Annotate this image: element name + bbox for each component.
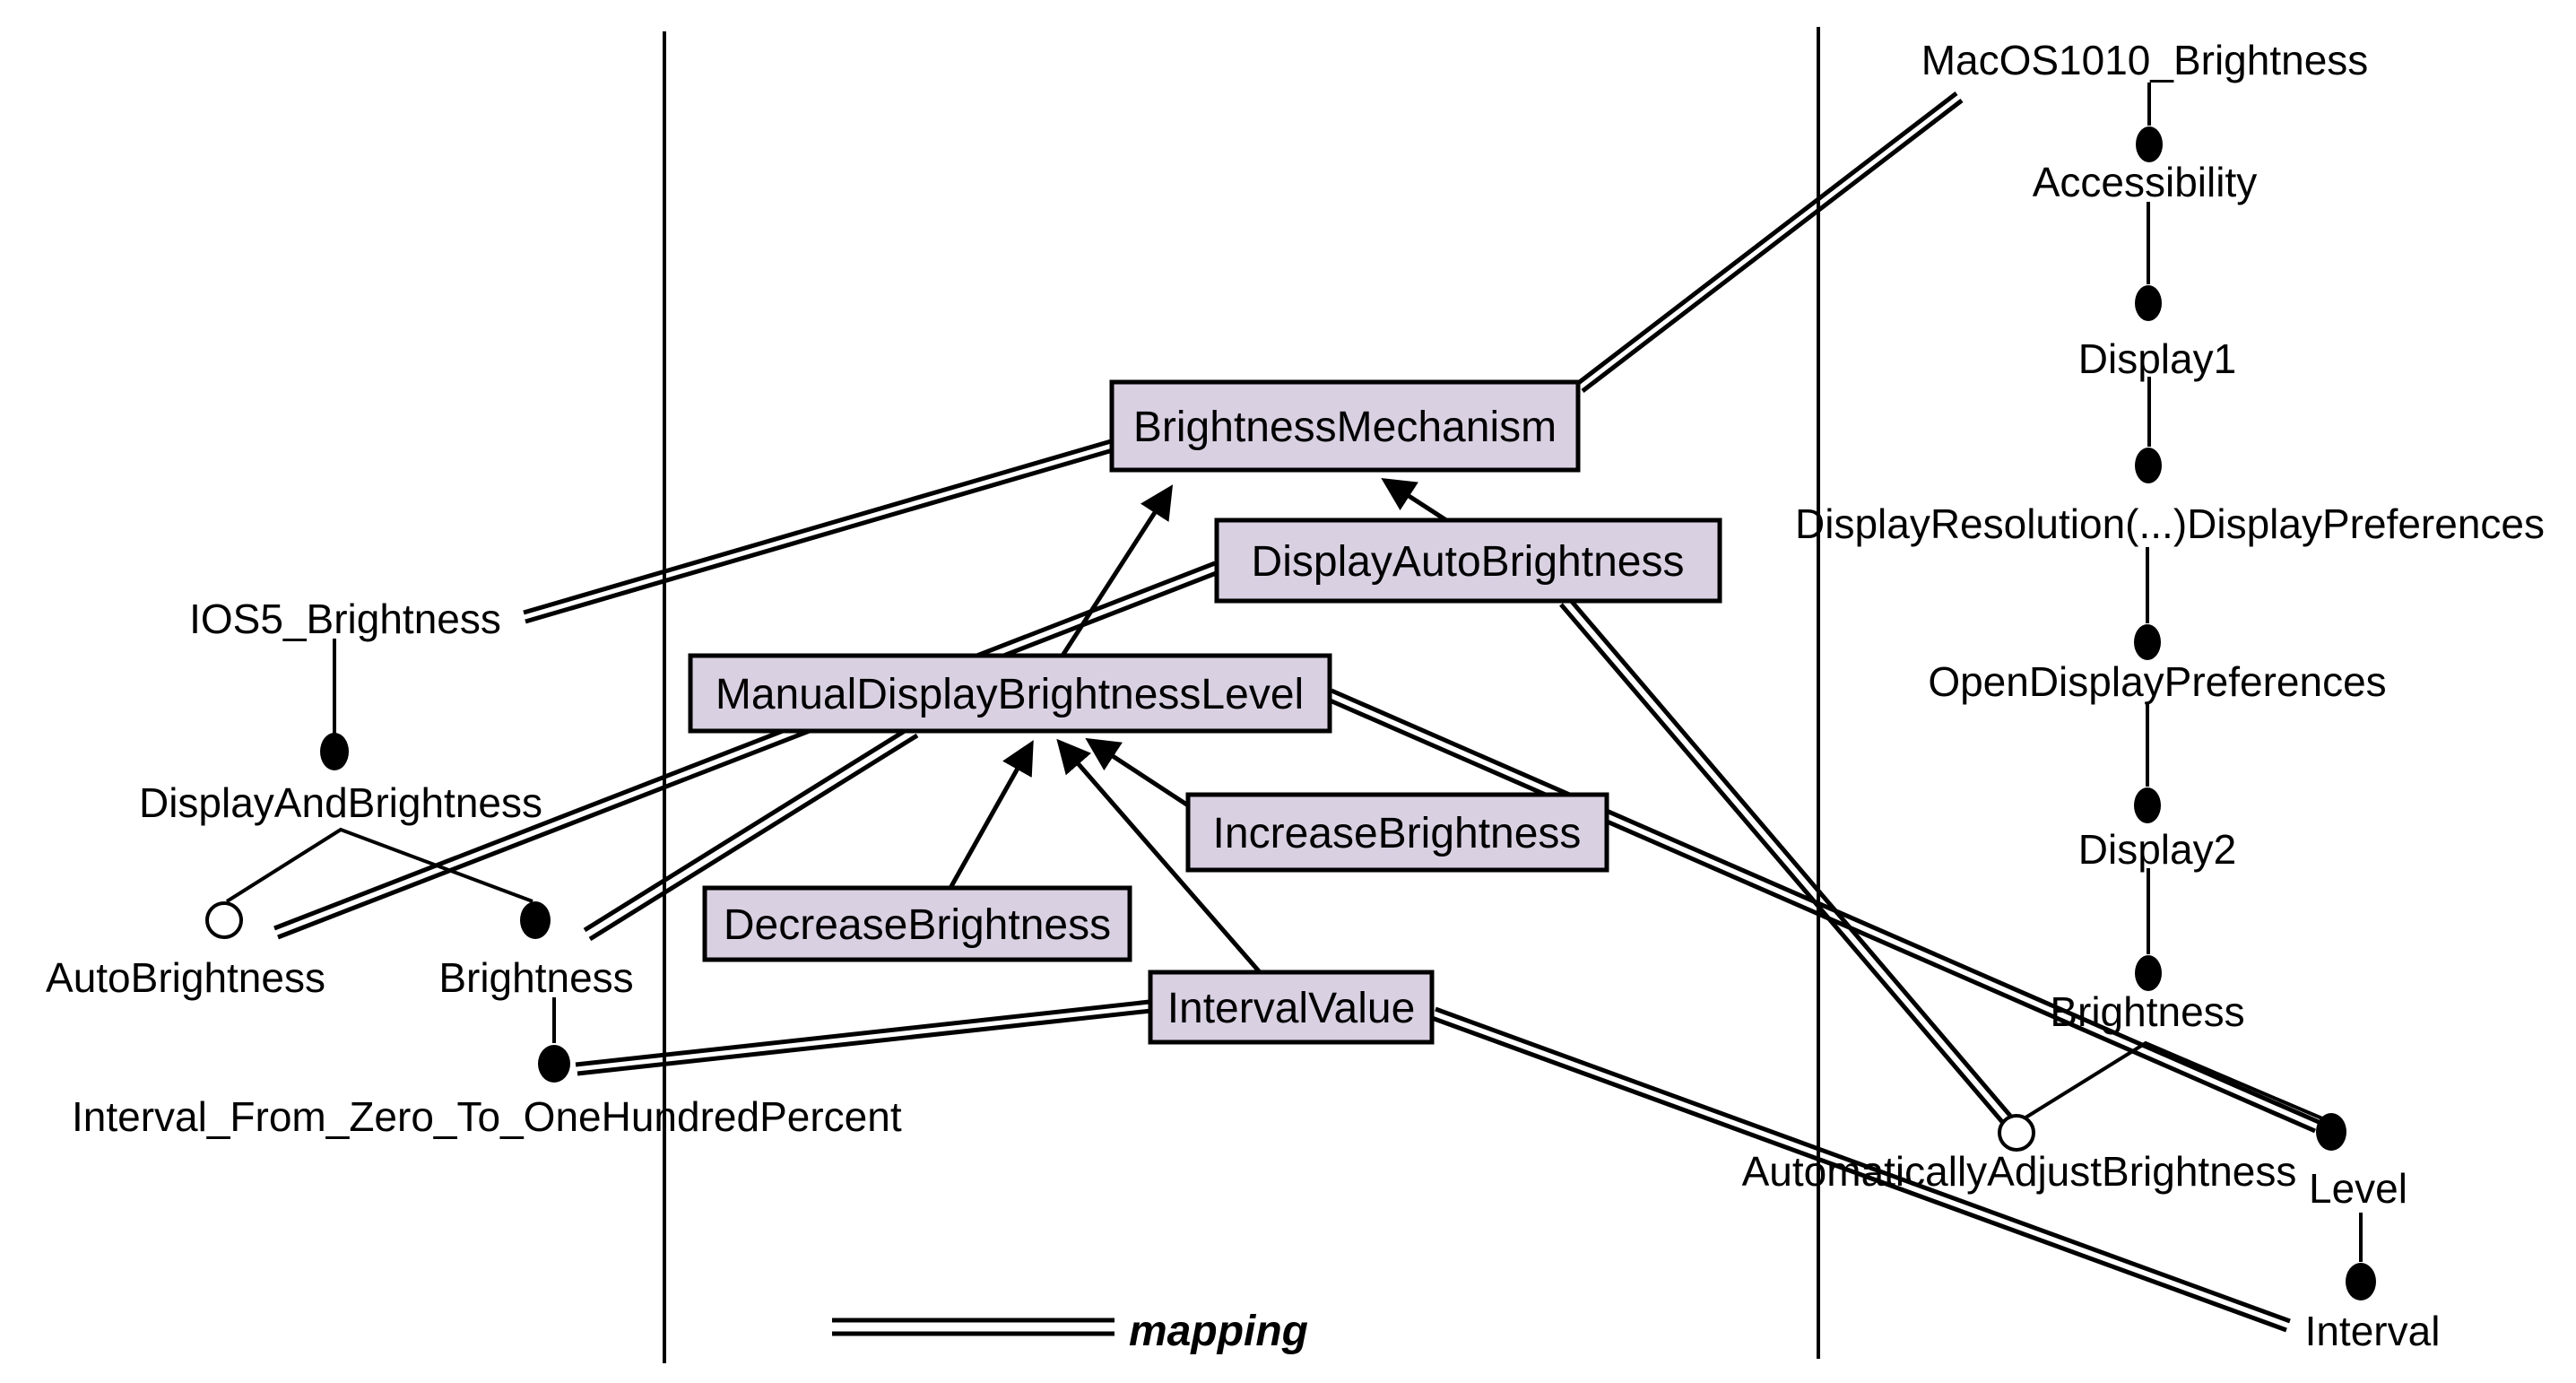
node-display-and-brightness: DisplayAndBrightness	[139, 779, 542, 826]
node-brightness-left: Brightness	[438, 954, 633, 1001]
node-interval: Interval	[2305, 1308, 2441, 1354]
node-open-display-preferences: OpenDisplayPreferences	[1928, 658, 2386, 705]
node-macos1010-brightness: MacOS1010_Brightness	[1921, 37, 2369, 83]
right-tree	[1998, 83, 2376, 1300]
mapping-intervalvalue-to-interval	[1431, 1006, 2291, 1333]
arrow-dab-to-brightnessmechanism	[1381, 477, 1448, 523]
open-circle-marker	[1998, 1114, 2035, 1152]
tree-dot	[320, 733, 349, 770]
mapping-displayautobrightness-to-automaticallyadjustbrightness	[1559, 596, 2012, 1125]
tree-dot	[520, 901, 551, 939]
legend: mapping	[832, 1308, 1308, 1355]
box-manual-display-brightness-level-label: ManualDisplayBrightnessLevel	[716, 671, 1304, 718]
arrow-mdbl-to-brightnessmechanism	[1060, 484, 1174, 657]
left-tree	[205, 639, 570, 1083]
arrow-decrease-to-mdbl	[948, 740, 1034, 890]
node-automatically-adjust-brightness: AutomaticallyAdjustBrightness	[1742, 1148, 2297, 1195]
box-brightness-mechanism-label: BrightnessMechanism	[1133, 404, 1557, 451]
mapping-ios5-to-brightnessmechanism	[523, 439, 1114, 624]
box-manual-display-brightness-level	[688, 653, 1332, 734]
arrow-increase-to-mdbl	[1085, 737, 1190, 808]
mapping-macos-to-brightnessmechanism	[1575, 91, 1964, 393]
node-level: Level	[2309, 1165, 2407, 1212]
box-brightness-mechanism	[1109, 379, 1581, 473]
mapping-autobrightness-to-displayautobrightness	[273, 561, 1219, 940]
mapping-manualdisplaybrightnesslevel-to-level	[1326, 688, 2320, 1134]
tree-dot	[538, 1045, 570, 1083]
box-display-auto-brightness-label: DisplayAutoBrightness	[1252, 538, 1685, 586]
box-decrease-brightness-label: DecreaseBrightness	[724, 901, 1111, 949]
node-display2: Display2	[2078, 826, 2236, 873]
node-display1: Display1	[2078, 335, 2236, 382]
node-auto-brightness: AutoBrightness	[46, 954, 325, 1001]
mapping-intervalvalue-to-intervalfromzero	[575, 999, 1152, 1076]
tree-branch	[2021, 1040, 2329, 1123]
legend-mapping-label: mapping	[1129, 1308, 1308, 1355]
box-interval-value-label: IntervalValue	[1167, 985, 1416, 1032]
tree-branch	[225, 827, 533, 903]
node-brightness-right: Brightness	[2050, 988, 2244, 1035]
node-ios5-brightness: IOS5_Brightness	[189, 596, 501, 642]
box-increase-brightness-label: IncreaseBrightness	[1213, 810, 1582, 857]
arrow-intervalvalue-to-mdbl	[1056, 738, 1262, 974]
box-interval-value	[1148, 970, 1435, 1045]
open-circle-marker	[205, 901, 243, 939]
box-decrease-brightness	[702, 885, 1132, 962]
node-interval-from-zero-to-onehundredpercent: Interval_From_Zero_To_OneHundredPercent	[72, 1093, 902, 1140]
node-accessibility: Accessibility	[2033, 159, 2258, 205]
box-increase-brightness	[1185, 792, 1609, 873]
node-display-resolution-display-preferences: DisplayResolution(...)DisplayPreferences	[1795, 500, 2545, 547]
box-display-auto-brightness	[1214, 518, 1722, 604]
mapping-brightness-to-manualdisplaybrightnesslevel	[583, 724, 919, 942]
